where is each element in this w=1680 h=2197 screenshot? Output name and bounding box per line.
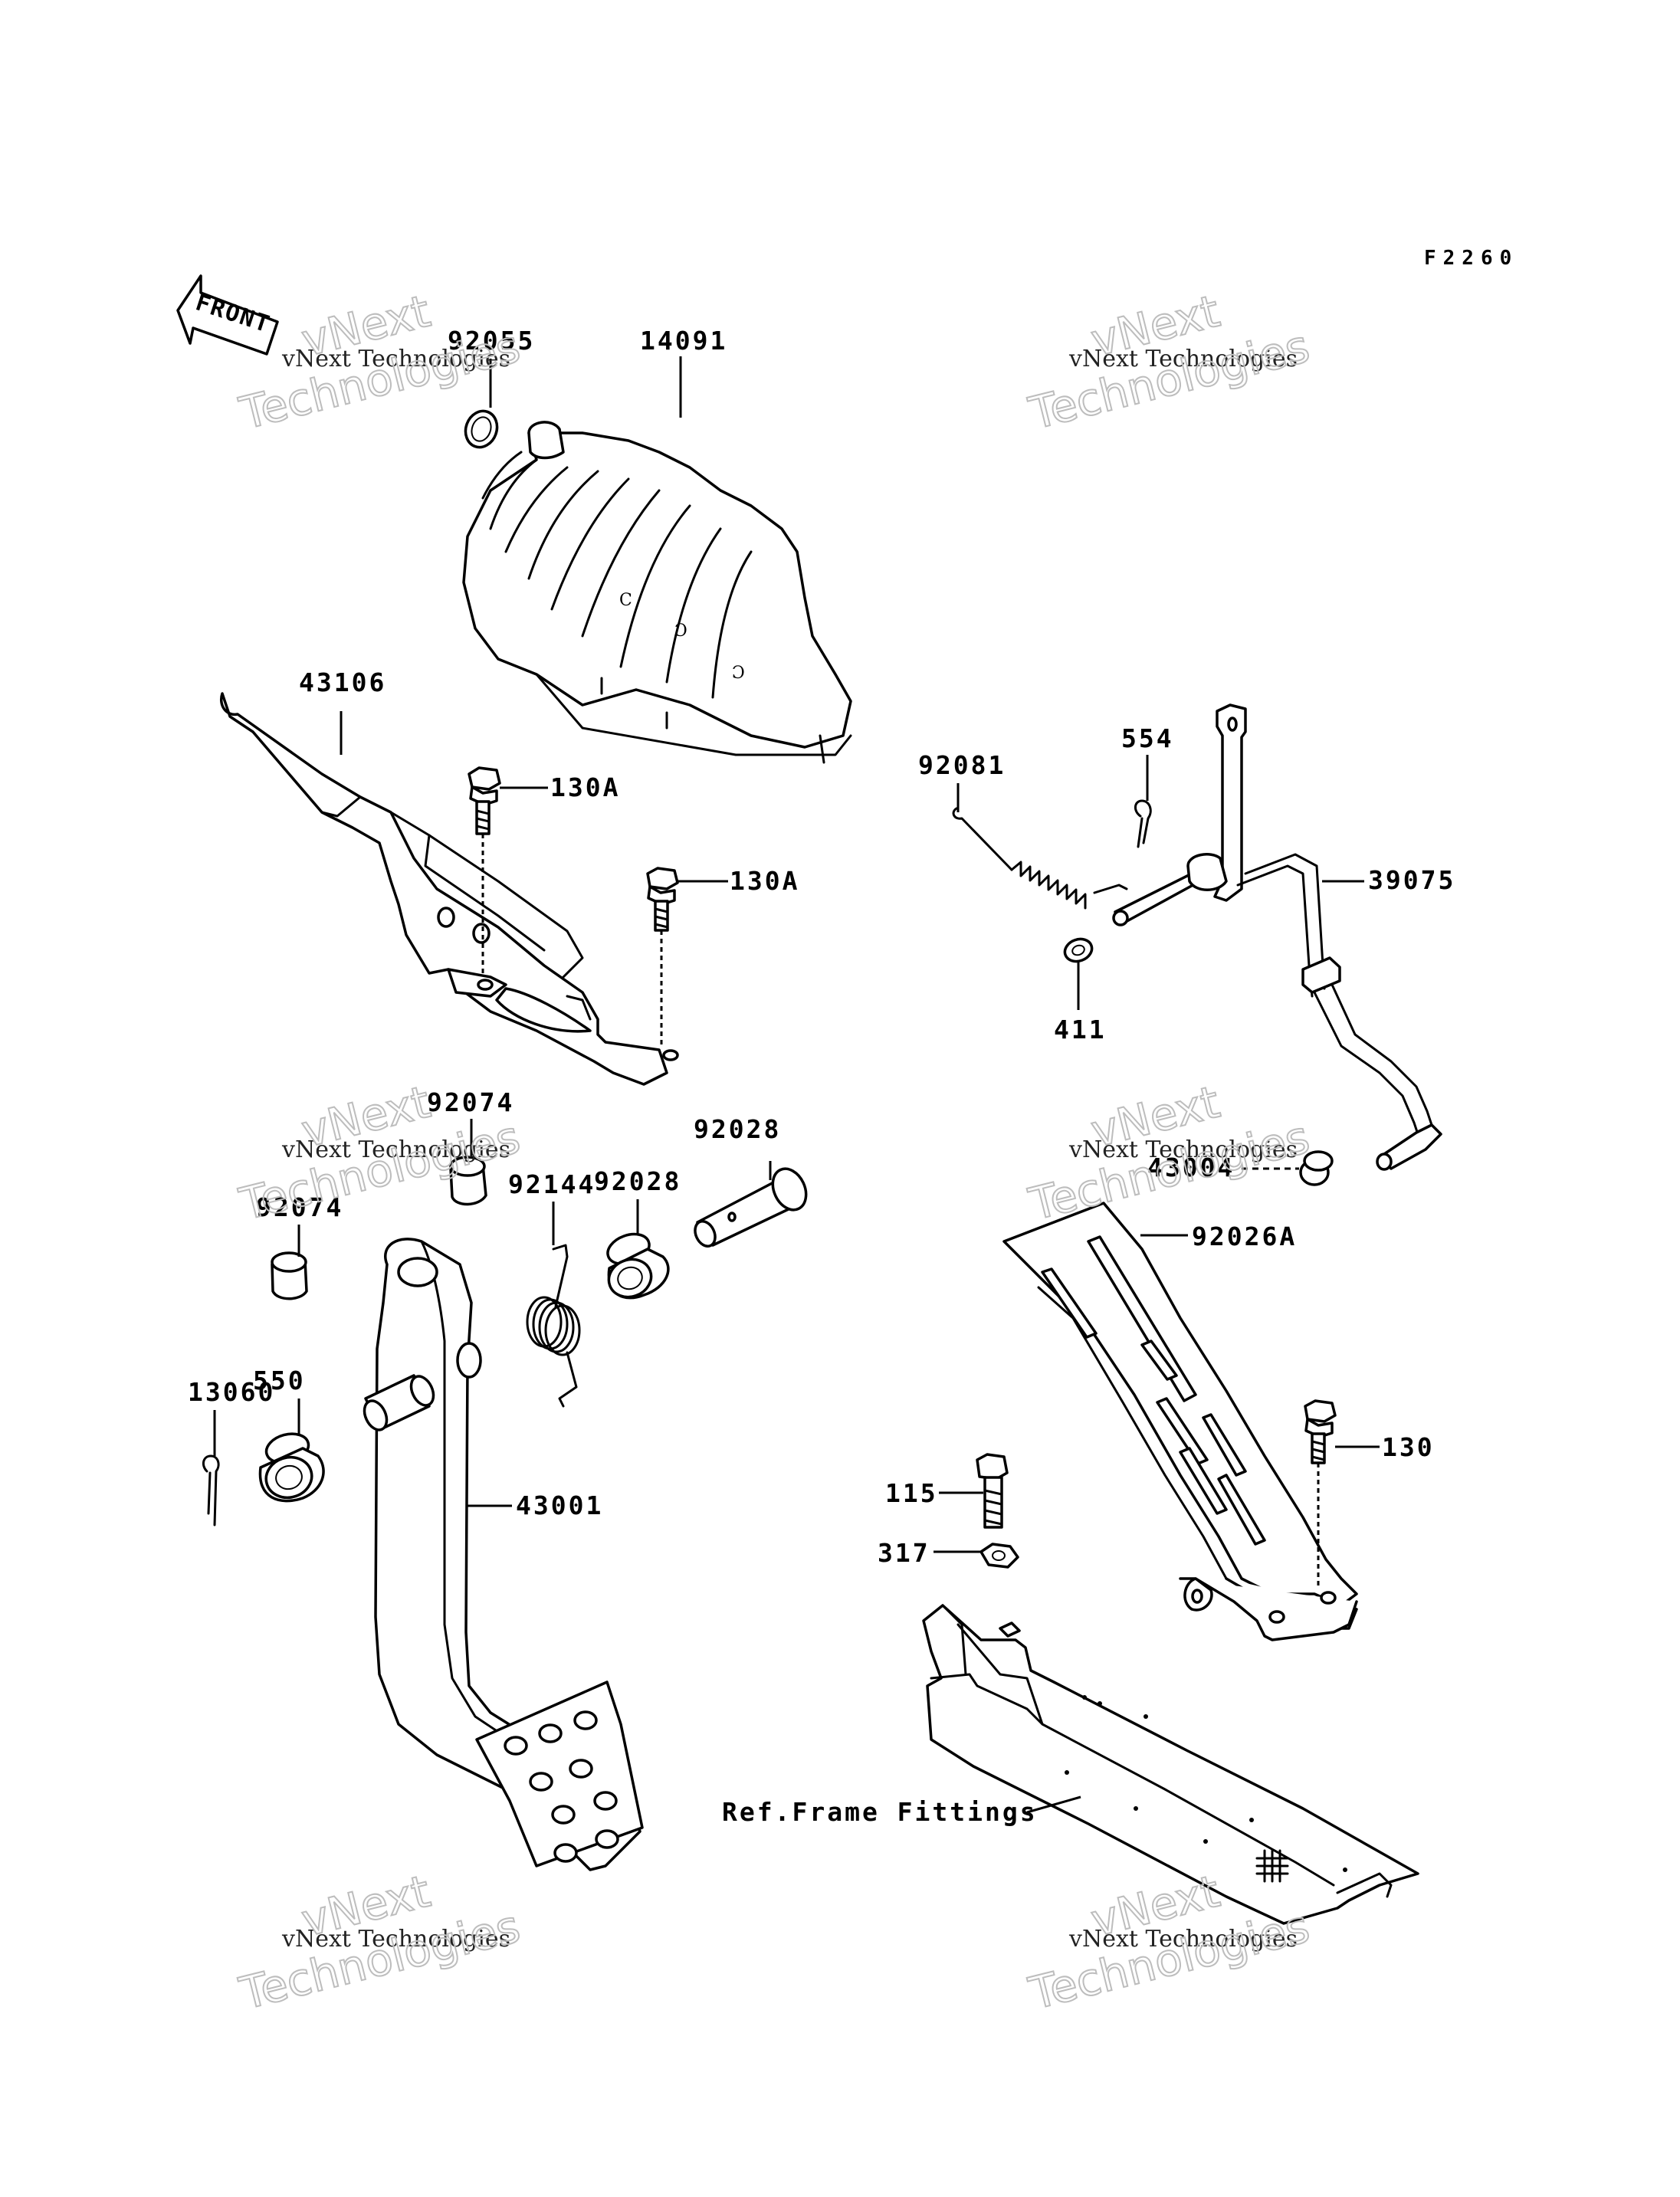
bushing-92028-upper[interactable] [603,1229,670,1303]
figure-code: F2260 [1424,247,1518,270]
svg-text:vNext Technologies: vNext Technologies [1068,1136,1298,1163]
oring-92055[interactable] [461,407,502,452]
label-39075[interactable]: 39075 [1368,865,1455,895]
cap-92074-upper[interactable] [449,1156,487,1206]
svg-text:Ɔ: Ɔ [674,621,687,641]
bellows-boot-14091[interactable]: C Ɔ Ɔ [462,421,852,764]
accelerator-pedal-13060[interactable] [1002,1202,1358,1641]
collar-92026A[interactable] [1299,1150,1334,1186]
spring-92081[interactable] [952,807,1128,910]
label-92026A[interactable]: 43004 [1147,1153,1235,1182]
label-14091[interactable]: 14091 [640,326,727,356]
label-43001[interactable]: 43001 [516,1490,603,1520]
bolt-130A-lower[interactable] [646,867,679,1046]
washer-411[interactable] [1061,936,1094,966]
svg-text:vNext Technologies: vNext Technologies [281,1136,510,1163]
label-92074-upper[interactable]: 92074 [427,1087,514,1117]
label-317[interactable]: 317 [878,1538,930,1568]
bolt-130A-upper[interactable] [468,766,501,977]
bushing-92028-lower[interactable] [258,1429,325,1503]
label-92028-lower[interactable]: 550 [253,1366,306,1395]
parking-brake-lever-43106[interactable] [220,692,679,1086]
label-550[interactable]: 13060 [188,1377,275,1407]
label-554[interactable]: 554 [1121,723,1174,753]
frame-fittings [922,1604,1419,1925]
label-411[interactable]: 411 [1054,1015,1107,1044]
label-92081[interactable]: 92081 [918,750,1006,780]
brake-pedal-43001[interactable] [360,1238,644,1871]
pedal-shaft-39075[interactable] [1112,703,1442,1171]
label-92074-lower[interactable]: 92074 [256,1192,343,1222]
svg-text:vNext Technologies: vNext Technologies [281,1926,510,1953]
label-13060[interactable]: 92026A [1192,1221,1297,1251]
cap-92074-lower[interactable] [271,1251,308,1300]
label-130A-lower[interactable]: 130A [730,866,799,896]
cotter-pin-554[interactable] [1134,799,1152,848]
bolt-115[interactable] [976,1453,1009,1529]
label-115[interactable]: 115 [885,1478,938,1508]
svg-text:vNext Technologies: vNext Technologies [1068,346,1298,372]
label-ref-frame-fittings[interactable]: Ref.Frame Fittings [722,1797,1038,1827]
svg-text:vNext Technologies: vNext Technologies [1068,1926,1298,1953]
nut-317[interactable] [979,1543,1019,1569]
label-92055[interactable]: 92055 [448,326,535,356]
label-130A-upper[interactable]: 130A [550,772,620,802]
front-arrow-icon: FRONT [176,274,279,356]
bolt-130[interactable] [1304,1399,1337,1586]
svg-text:vNext Technologies: vNext Technologies [281,346,510,372]
part-labels: 92055 14091 43106 130A 130A 92081 554 39… [188,326,1455,1827]
torsion-spring-92144[interactable] [526,1244,581,1408]
svg-text:Ɔ: Ɔ [732,664,745,683]
label-43106[interactable]: 43106 [299,667,386,697]
label-130[interactable]: 130 [1382,1432,1435,1462]
label-92028-upper[interactable]: 92028 [594,1166,681,1196]
pin-43004[interactable] [691,1163,812,1249]
label-43004[interactable]: 92028 [694,1114,781,1144]
label-92144[interactable]: 92144 [508,1169,596,1199]
svg-text:C: C [619,591,632,610]
cotter-pin-550[interactable] [202,1454,220,1526]
